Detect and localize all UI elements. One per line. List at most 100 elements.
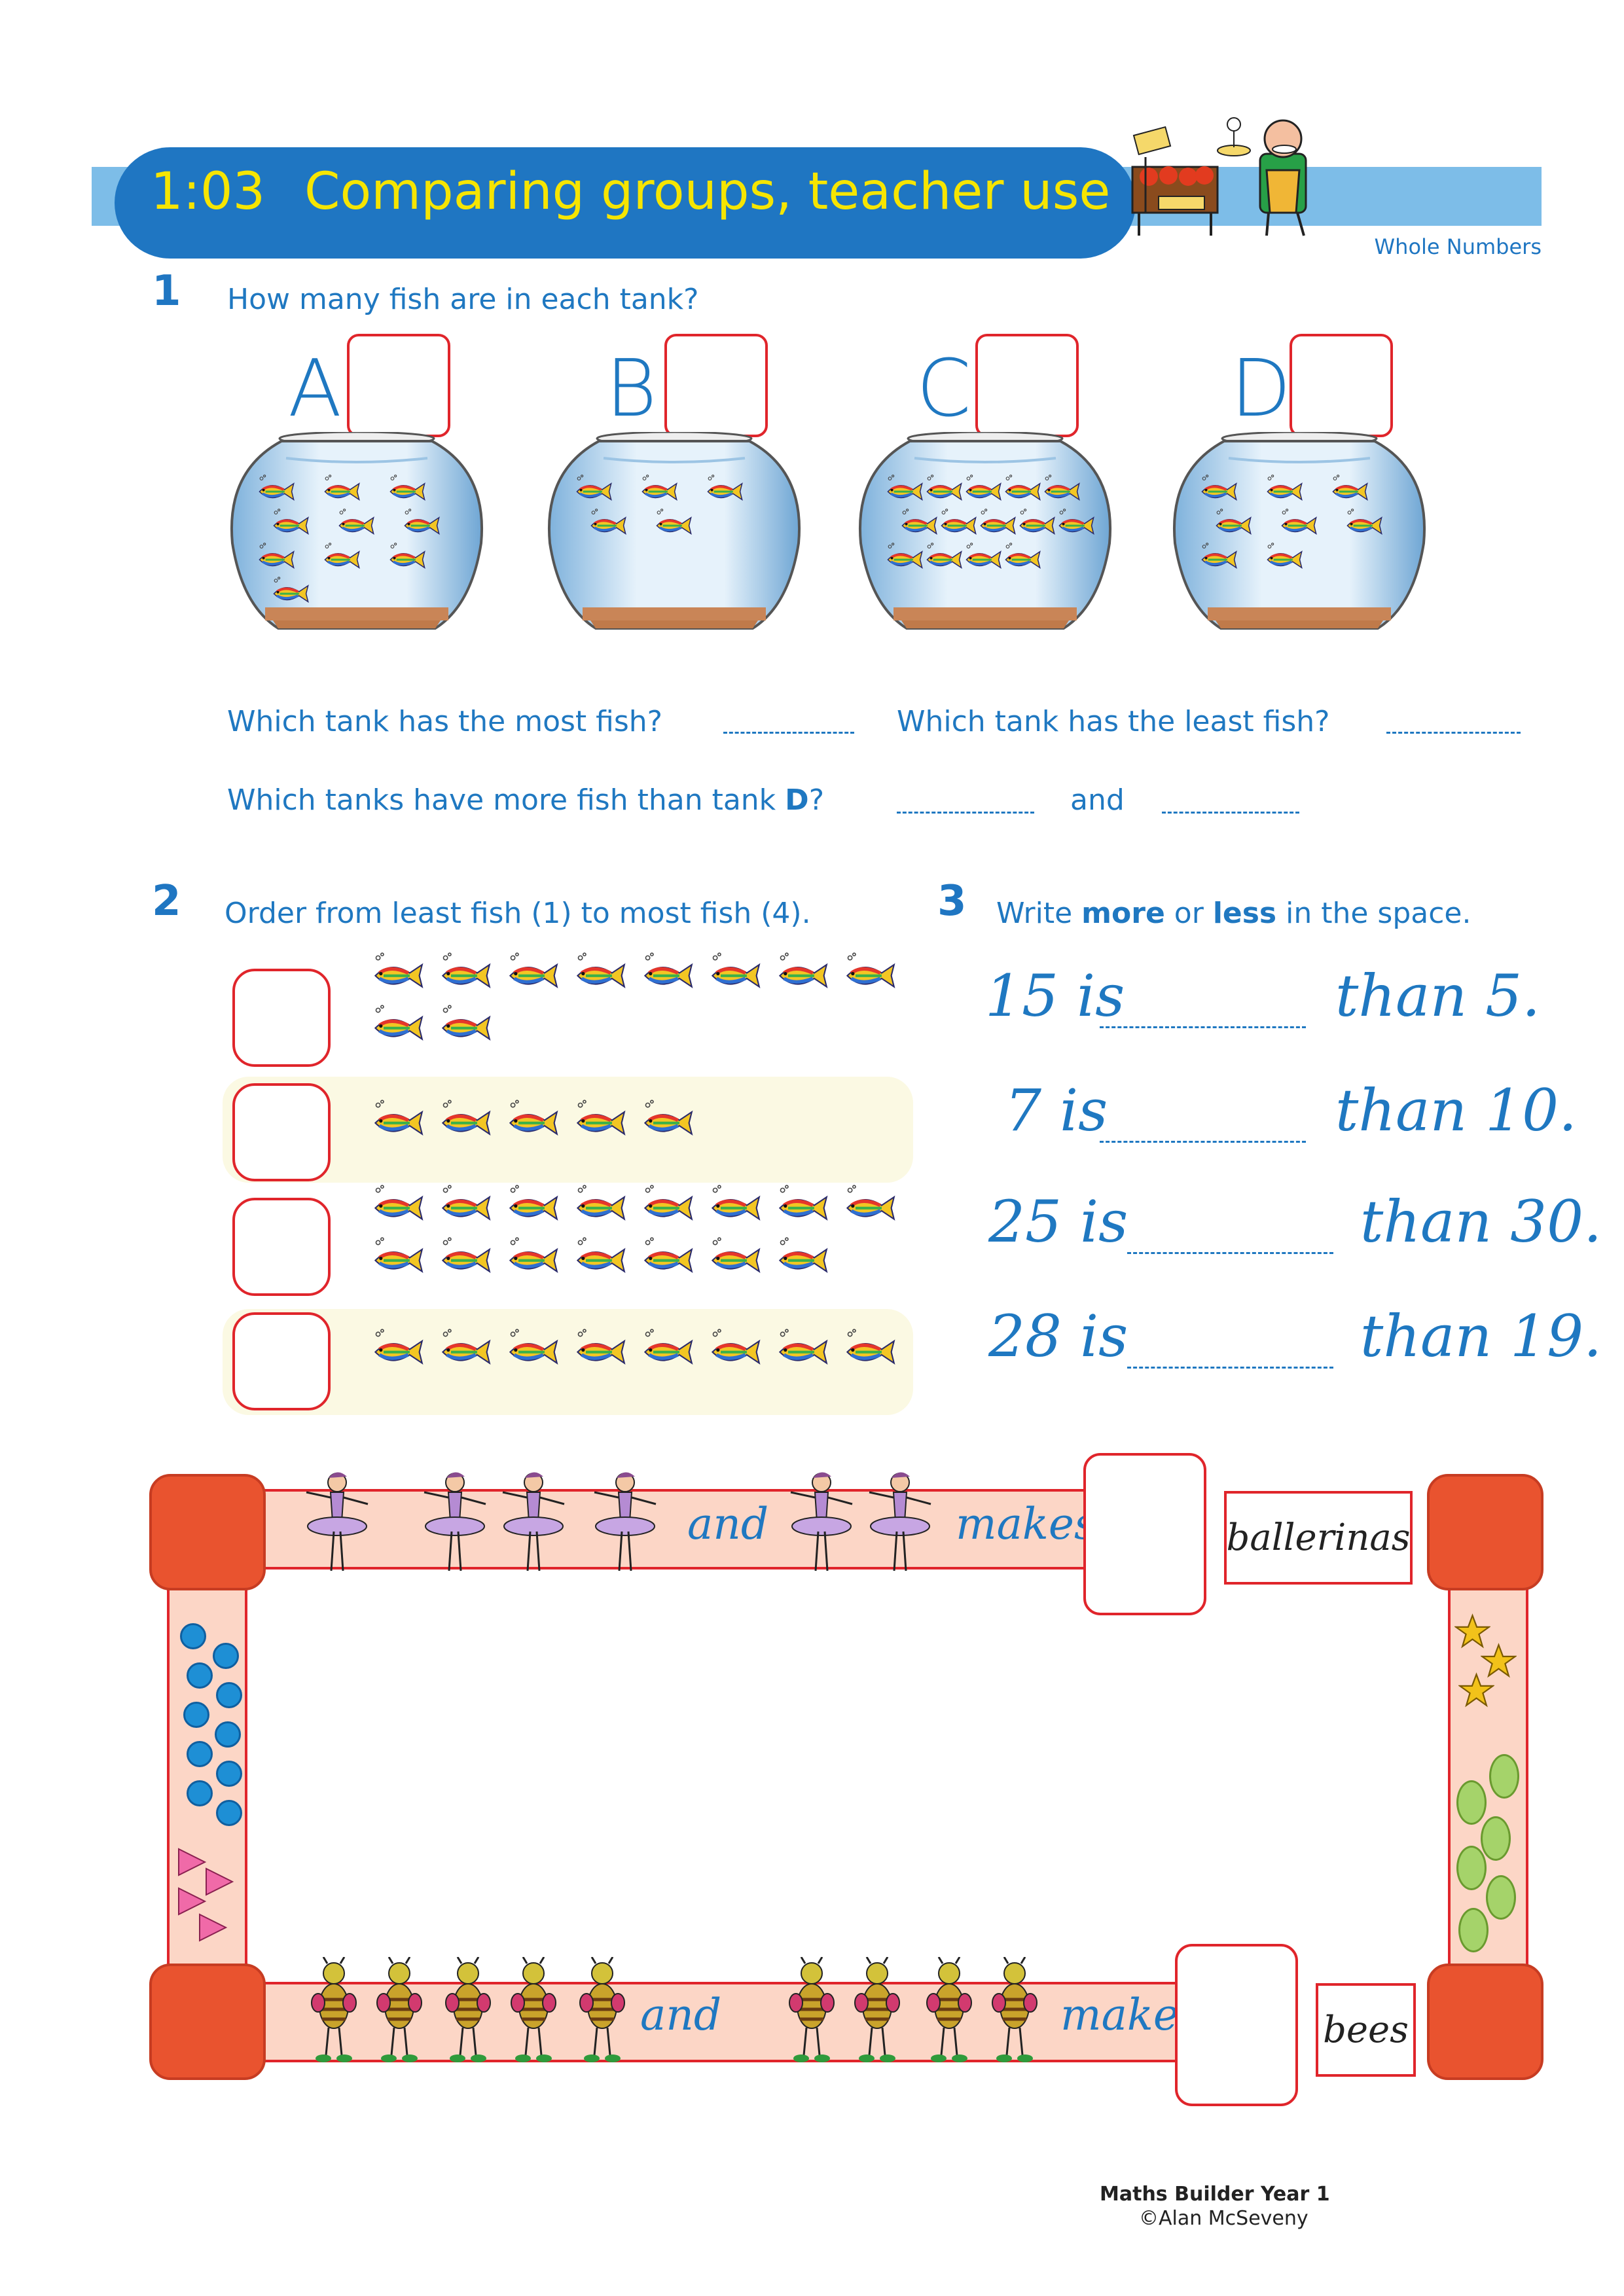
book-title: Maths Builder Year 1 — [1100, 2183, 1330, 2206]
blue-dot — [216, 1800, 242, 1826]
green-oval — [1456, 1780, 1487, 1825]
fish-icon — [273, 509, 309, 535]
fish-icon — [1281, 509, 1317, 535]
fish-icon — [711, 1185, 761, 1221]
compare-1-answer[interactable] — [1100, 1026, 1306, 1028]
order-row-bg-2 — [223, 1077, 913, 1183]
prompt-more: more — [1081, 897, 1165, 930]
tank-count-box-c[interactable] — [975, 334, 1079, 437]
blue-dot — [215, 1721, 241, 1748]
fish-icon — [259, 543, 295, 569]
strand-label: Whole Numbers — [1374, 234, 1542, 259]
top-makes-word: makes — [956, 1499, 1096, 1549]
fish-icon — [846, 1329, 895, 1365]
fish-icon — [711, 1329, 761, 1365]
tank-letter-b: B — [605, 344, 657, 435]
prompt-post: in the space. — [1286, 897, 1471, 930]
fish-icon — [441, 1005, 491, 1041]
ballerina-figure — [869, 1472, 931, 1571]
fish-icon — [707, 475, 743, 501]
question-3-prompt: Write more or less in the space. — [996, 897, 1471, 930]
question-1-prompt: How many fish are in each tank? — [227, 283, 699, 316]
fish-icon — [374, 1237, 424, 1273]
fish-icon — [441, 1329, 491, 1365]
compare-4-right: than 19. — [1360, 1302, 1602, 1370]
green-oval — [1458, 1908, 1489, 1952]
ballerina-figure — [790, 1472, 853, 1571]
fish-icon — [509, 1185, 558, 1221]
bees-total-box[interactable] — [1175, 1944, 1298, 2106]
more-than-d-answer-line-2[interactable] — [1162, 812, 1299, 814]
blue-dot — [216, 1682, 242, 1708]
fish-icon — [926, 543, 962, 569]
bee-figure — [311, 1957, 357, 2062]
fish-bowl-a — [230, 432, 483, 630]
fish-icon — [1044, 475, 1080, 501]
pink-triangle — [178, 1887, 207, 1916]
bee-figure — [579, 1957, 625, 2062]
blue-dot — [187, 1780, 213, 1806]
order-box-2[interactable] — [232, 1083, 331, 1181]
fish-icon — [711, 1237, 761, 1273]
fish-icon — [441, 952, 491, 988]
order-box-1[interactable] — [232, 969, 331, 1067]
fish-icon — [1005, 543, 1041, 569]
fish-icon — [965, 543, 1001, 569]
green-oval — [1486, 1875, 1516, 1920]
fish-icon — [259, 475, 295, 501]
tank-letter-c: C — [916, 344, 971, 435]
shopkeeper-illustration — [1131, 117, 1307, 236]
ballerina-figure — [424, 1472, 486, 1571]
order-box-3[interactable] — [232, 1198, 331, 1296]
most-fish-answer-line[interactable] — [723, 732, 854, 734]
tank-count-box-b[interactable] — [664, 334, 768, 437]
fish-icon — [1346, 509, 1382, 535]
bee-figure — [854, 1957, 900, 2062]
fish-icon — [711, 952, 761, 988]
bee-figure — [789, 1957, 835, 2062]
green-oval — [1489, 1754, 1519, 1799]
blue-dot — [183, 1702, 209, 1728]
fish-icon — [641, 475, 677, 501]
fish-icon — [374, 1185, 424, 1221]
ballerina-figure — [594, 1472, 657, 1571]
compare-1-right: than 5. — [1335, 962, 1541, 1030]
compare-3-answer[interactable] — [1127, 1252, 1333, 1254]
fish-icon — [1201, 475, 1237, 501]
pink-triangle — [178, 1848, 207, 1876]
compare-3-left: 25 is — [988, 1188, 1128, 1255]
compare-2-answer[interactable] — [1100, 1141, 1306, 1143]
fish-icon — [1332, 475, 1368, 501]
blue-dot — [187, 1662, 213, 1689]
ballerina-figure — [502, 1472, 565, 1571]
fish-icon — [643, 952, 693, 988]
fish-icon — [389, 475, 425, 501]
bee-figure — [376, 1957, 422, 2062]
compare-4-answer[interactable] — [1127, 1367, 1333, 1369]
blue-dot — [187, 1741, 213, 1767]
frame-corner-bottom-right — [1427, 1964, 1543, 2080]
ballerinas-total-box[interactable] — [1083, 1453, 1206, 1615]
fish-icon — [590, 509, 626, 535]
star-icon — [1454, 1613, 1490, 1649]
more-than-d-question: Which tanks have more fish than tank D? — [227, 783, 824, 817]
fish-icon — [404, 509, 440, 535]
fish-icon — [576, 952, 626, 988]
tank-count-box-a[interactable] — [347, 334, 450, 437]
fish-bowl-d — [1173, 432, 1426, 630]
star-icon — [1458, 1672, 1494, 1708]
fish-icon — [656, 509, 692, 535]
tank-count-box-d[interactable] — [1290, 334, 1393, 437]
fish-icon — [273, 577, 309, 603]
more-than-d-answer-line-1[interactable] — [897, 812, 1034, 814]
least-fish-answer-line[interactable] — [1386, 732, 1521, 734]
order-box-4[interactable] — [232, 1312, 331, 1410]
fish-icon — [887, 543, 923, 569]
compare-1-left: 15 is — [985, 962, 1125, 1030]
fish-icon — [1267, 543, 1303, 569]
blue-dot — [216, 1761, 242, 1787]
compare-2-left: 7 is — [1005, 1077, 1108, 1144]
fish-icon — [509, 952, 558, 988]
top-and-word: and — [687, 1499, 769, 1549]
fish-icon — [1058, 509, 1094, 535]
